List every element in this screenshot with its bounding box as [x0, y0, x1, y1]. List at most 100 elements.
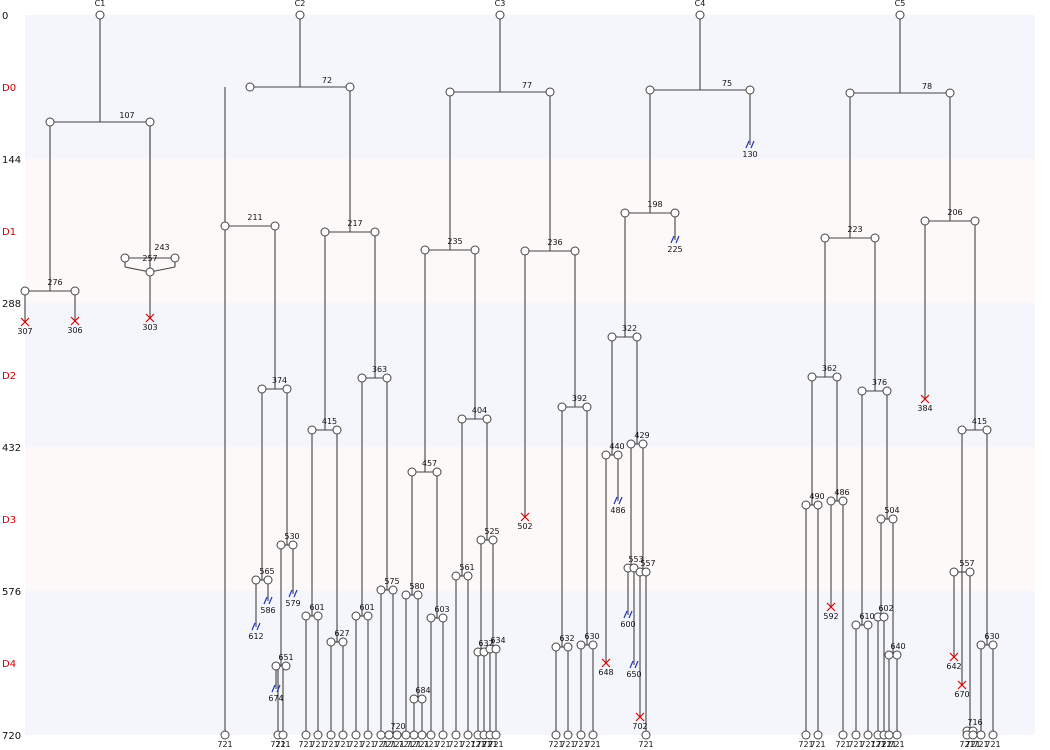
division-label: 684: [415, 686, 430, 695]
time-band: [25, 303, 1035, 447]
terminal-time-label: 721: [870, 740, 885, 749]
lost-time-label: 600: [620, 620, 635, 629]
division-label: 634: [490, 636, 505, 645]
time-tick-label: 720: [2, 731, 21, 742]
division-node: [276, 540, 286, 550]
root-node: [495, 10, 505, 20]
division-node: [638, 439, 648, 449]
lost-time-label: 650: [626, 670, 641, 679]
terminal-time-label: 721: [798, 740, 813, 749]
division-node: [45, 117, 55, 127]
division-node: [145, 267, 155, 277]
death-mark: [635, 712, 645, 722]
division-node: [407, 467, 417, 477]
division-node: [949, 567, 959, 577]
day-label: D3: [2, 515, 16, 526]
division-label: 235: [447, 237, 462, 246]
division-label: 392: [572, 394, 587, 403]
division-label: 637: [478, 639, 493, 648]
lost-track-mark: [288, 589, 298, 598]
division-node: [170, 253, 180, 263]
division-label: 72: [322, 76, 332, 85]
division-node: [613, 450, 623, 460]
division-node: [588, 640, 598, 650]
time-tick-label: 288: [2, 299, 21, 310]
death-mark: [949, 652, 959, 662]
terminal-node: [384, 730, 394, 740]
lost-mark: [288, 589, 298, 598]
division-node: [576, 640, 586, 650]
terminal-node: [988, 730, 998, 740]
terminal-time-label: 721: [560, 740, 575, 749]
division-node: [288, 540, 298, 550]
terminal-node: [976, 730, 986, 740]
division-node: [257, 384, 267, 394]
division-node: [570, 246, 580, 256]
lineage-edges: [24, 15, 994, 736]
time-bands: [25, 15, 1035, 735]
division-node: [145, 117, 155, 127]
lost-track-mark: [623, 610, 633, 619]
terminal-node: [401, 730, 411, 740]
division-label: 602: [878, 604, 893, 613]
division-node: [476, 535, 486, 545]
division-node: [382, 373, 392, 383]
division-node: [463, 571, 473, 581]
division-node: [826, 496, 836, 506]
death-time-label: 642: [946, 662, 961, 671]
terminal-time-label: 721: [965, 740, 980, 749]
terminal-time-label: 721: [889, 740, 904, 749]
lost-time-label: 579: [285, 599, 300, 608]
division-node: [413, 590, 423, 600]
death-mark: [601, 658, 611, 668]
division-label: 651: [278, 653, 293, 662]
root-label: C1: [95, 0, 106, 8]
division-label: 630: [584, 632, 599, 641]
division-node: [626, 439, 636, 449]
terminal-time-label: 721: [959, 740, 974, 749]
division-node: [20, 286, 30, 296]
division-label: 415: [972, 417, 987, 426]
division-node: [870, 233, 880, 243]
terminal-time-label: 721: [985, 740, 1000, 749]
root-node: [95, 10, 105, 20]
division-node: [363, 611, 373, 621]
division-label: 561: [459, 563, 474, 572]
death-mark: [957, 680, 967, 690]
terminal-node: [376, 730, 386, 740]
terminal-time-label: 721: [476, 740, 491, 749]
day-label: D4: [2, 659, 16, 670]
division-label: 243: [154, 243, 169, 252]
division-node: [957, 425, 967, 435]
division-node: [282, 384, 292, 394]
division-label: 376: [872, 378, 887, 387]
death-time-label: 702: [632, 722, 647, 731]
terminal-node: [463, 730, 473, 740]
root-label: C4: [695, 0, 706, 8]
death-time-label: 303: [142, 323, 157, 332]
division-node: [338, 637, 348, 647]
division-label: 716: [967, 718, 982, 727]
division-node: [426, 613, 436, 623]
time-band: [25, 591, 1035, 735]
terminal-node: [801, 730, 811, 740]
division-node: [320, 227, 330, 237]
division-label: 565: [259, 567, 274, 576]
division-label: 236: [547, 238, 562, 247]
terminal-time-label: 721: [398, 740, 413, 749]
terminal-time-label: 721: [470, 740, 485, 749]
terminal-time-label: 721: [348, 740, 363, 749]
terminal-time-label: 721: [381, 740, 396, 749]
division-node: [120, 253, 130, 263]
division-node: [301, 611, 311, 621]
terminal-time-label: 721: [323, 740, 338, 749]
lost-track-mark: [629, 660, 639, 669]
time-tick-label: 144: [2, 155, 21, 166]
death-mark: [826, 602, 836, 612]
terminal-time-label: 721: [275, 740, 290, 749]
division-label: 610: [859, 612, 874, 621]
division-label: 630: [984, 632, 999, 641]
division-node: [251, 575, 261, 585]
division-node: [388, 585, 398, 595]
death-mark: [70, 316, 80, 326]
